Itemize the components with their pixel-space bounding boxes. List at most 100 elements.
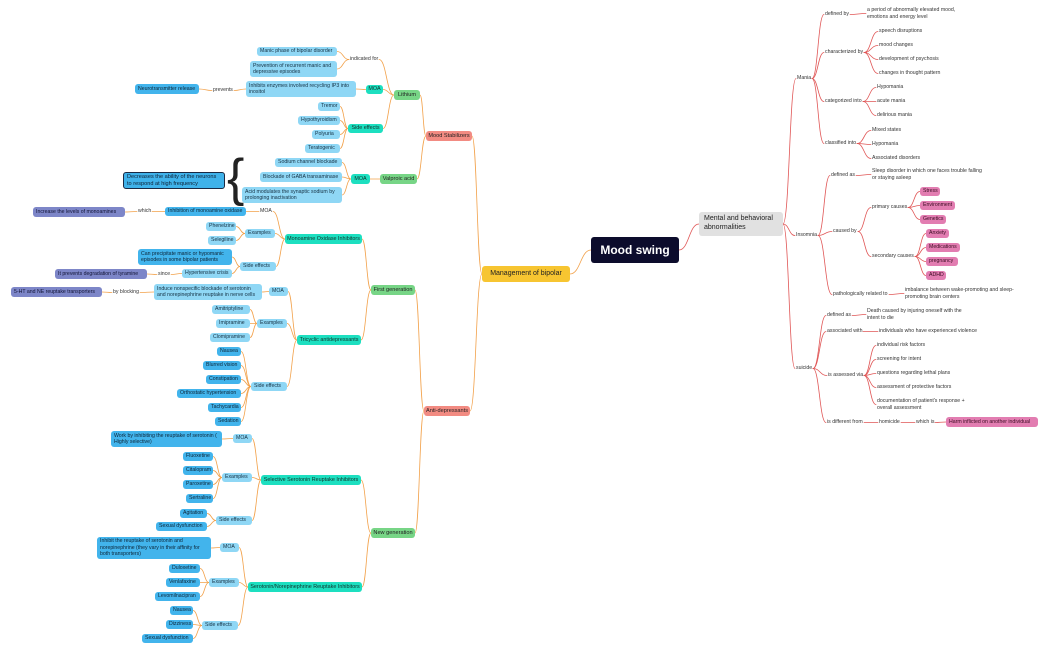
ssri-moa-text[interactable]: Work by inhibiting the reuptake of serot… [111, 431, 222, 447]
tca-side-effect-3[interactable]: Constipation [206, 375, 241, 384]
insomnia-primary-3[interactable]: Genetics [920, 215, 946, 224]
maoi-since-text[interactable]: It prevents degradation of tyramine [55, 269, 147, 279]
ssri-examples-node[interactable]: Examples [222, 473, 252, 482]
tca-side-effects-node[interactable]: Side effects [251, 382, 287, 391]
lithium-indication-2[interactable]: Prevention of recurrent manic and depres… [250, 61, 337, 77]
valproic-moa-1[interactable]: Sodium channel blockade [275, 158, 342, 167]
snri-side-effect-1[interactable]: Nausea [170, 606, 193, 615]
snri-example-3[interactable]: Levomilnacipran [155, 592, 200, 601]
mania-categorized-3: delirious mania [877, 112, 912, 118]
suicide-node[interactable]: suicide [796, 365, 813, 371]
tca-side-effect-1[interactable]: Nausea [217, 347, 241, 356]
insomnia-primary-1[interactable]: Stress [920, 187, 940, 196]
ssri-example-4[interactable]: Sertraline [186, 494, 213, 503]
management-node[interactable]: Management of bipolar [482, 266, 570, 282]
suicide-different-label: is different from [827, 419, 863, 425]
root-node[interactable]: Mood swing [591, 237, 679, 263]
insomnia-defined-as-text: Sleep disorder in which one faces troubl… [872, 168, 982, 181]
maoi-examples-node[interactable]: Examples [245, 229, 275, 238]
suicide-which-is-text[interactable]: Harm inflicted on another individual [946, 417, 1038, 427]
insomnia-secondary-2[interactable]: Medications [926, 243, 960, 252]
snri-side-effect-2[interactable]: Dizziness [166, 620, 193, 629]
snri-side-effect-3[interactable]: Sexual dysfunction [142, 634, 193, 643]
ssri-moa-node[interactable]: MOA [233, 434, 252, 443]
mania-characterized-3: development of psychosis [879, 56, 939, 62]
lithium-side-effects-node[interactable]: Side effects [348, 124, 383, 133]
maoi-example-2[interactable]: Selegiline [208, 236, 236, 245]
tca-by-text[interactable]: 5-HT and NE reuptake transporters [11, 287, 102, 297]
tca-moa-text[interactable]: Induce nonspecific blockade of serotonin… [154, 284, 262, 300]
tca-example-2[interactable]: Imipramine [216, 319, 250, 328]
valproic-moa-node[interactable]: MOA [351, 174, 370, 184]
maoi-moa-text[interactable]: Inhibition of monoamine oxidase [165, 207, 246, 216]
mania-classified-3: Associated disorders [872, 155, 921, 161]
ssri-side-effects-node[interactable]: Side effects [216, 516, 252, 525]
snri-moa-text[interactable]: Inhibit the reuptake of serotonin and no… [97, 537, 211, 559]
mania-node[interactable]: Mania [797, 75, 812, 81]
maoi-node[interactable]: Monoamine Oxidase Inhibitors [285, 234, 362, 244]
mood-stabilizers-node[interactable]: Mood Stabilizers [426, 131, 472, 141]
lithium-side-effect-4[interactable]: Teratogenic [305, 144, 340, 153]
lithium-node[interactable]: Lithium [394, 90, 420, 100]
tca-side-effect-5[interactable]: Tachycardia [208, 403, 241, 412]
lithium-indication-1[interactable]: Manic phase of bipolar disorder [257, 47, 337, 56]
tca-moa-node[interactable]: MOA [269, 287, 288, 296]
snri-node[interactable]: Serotonin/Norepinephrine Reuptake Inhibi… [248, 582, 362, 592]
insomnia-patho-text: imbalance between wake-promoting and sle… [905, 287, 1014, 300]
insomnia-primary-2[interactable]: Environment [920, 201, 955, 210]
suicide-assessed-2: screening for intent [877, 356, 922, 362]
maoi-side-effect-1[interactable]: Can precipitate manic or hypomanic episo… [138, 249, 232, 265]
maoi-which-text[interactable]: Increase the levels of monoamines [33, 207, 125, 217]
valproic-node[interactable]: Valproic acid [380, 174, 417, 184]
snri-example-1[interactable]: Duloxetine [169, 564, 200, 573]
ssri-example-1[interactable]: Fluoxetine [183, 452, 213, 461]
insomnia-secondary-4[interactable]: ADHD [926, 271, 946, 280]
ssri-side-effect-2[interactable]: Sexual dysfunction [156, 522, 207, 531]
lithium-side-effect-1[interactable]: Tremor [318, 102, 340, 111]
tca-example-3[interactable]: Clomipramine [210, 333, 250, 342]
suicide-assessed-5: documentation of patient's response + ov… [877, 398, 965, 411]
snri-example-2[interactable]: Venlafaxine [166, 578, 200, 587]
maoi-side-effects-node[interactable]: Side effects [240, 262, 276, 271]
suicide-assessed-1: individual risk factors [877, 342, 926, 348]
maoi-example-1[interactable]: Phenelzine [206, 222, 236, 231]
snri-side-effects-node[interactable]: Side effects [202, 621, 238, 630]
new-generation-node[interactable]: New generation [371, 528, 415, 538]
tca-side-effect-2[interactable]: Blurred vision [203, 361, 241, 370]
lithium-moa-node[interactable]: MOA [366, 85, 383, 94]
insomnia-node[interactable]: Insomnia [796, 232, 818, 238]
mania-classified-2: Hypomania [872, 141, 899, 147]
antidepressants-node[interactable]: Anti-depressants [424, 406, 470, 416]
snri-examples-node[interactable]: Examples [209, 578, 239, 587]
suicide-defined-as-label: defined as [827, 312, 851, 318]
ssri-example-3[interactable]: Paroxetine [183, 480, 213, 489]
first-generation-node[interactable]: First generation [371, 285, 415, 295]
mania-characterized-1: speech disruptions [879, 28, 923, 34]
snri-moa-node[interactable]: MOA [220, 543, 239, 552]
maoi-side-effect-2[interactable]: Hypertensive crisis [182, 269, 232, 278]
lithium-side-effect-2[interactable]: Hypothyroidism [298, 116, 340, 125]
tca-side-effect-4[interactable]: Orthostatic hypertension [177, 389, 241, 398]
tca-side-effect-6[interactable]: Sedation [215, 417, 241, 426]
ssri-node[interactable]: Selective Serotonin Reuptake Inhibitors [261, 475, 361, 485]
insomnia-secondary-3[interactable]: pregnancy [926, 257, 958, 266]
valproic-brace: { [227, 149, 245, 207]
maoi-which-label: which [138, 208, 152, 214]
tca-examples-node[interactable]: Examples [257, 319, 287, 328]
ssri-example-2[interactable]: Citalopram [183, 466, 213, 475]
lithium-moa-text[interactable]: Inhibits enzymes involved recycling IP3 … [246, 81, 356, 97]
lithium-side-effect-3[interactable]: Polyuria [312, 130, 340, 139]
tca-node[interactable]: Tricyclic antidepressants [297, 335, 361, 345]
ssri-side-effect-1[interactable]: Agitation [180, 509, 207, 518]
suicide-assessed-label: is assessed via [828, 372, 864, 378]
insomnia-secondary-label: secondary causes [872, 253, 914, 259]
suicide-assessed-4: assessment of protective factors [877, 384, 952, 390]
valproic-summary[interactable]: Decreases the ability of the neurons to … [123, 172, 225, 189]
valproic-moa-3[interactable]: Acid modulates the synaptic sodium by pr… [242, 187, 342, 203]
valproic-moa-2[interactable]: Blockade of GABA transaminase [260, 172, 342, 182]
lithium-prevents-text[interactable]: Neurotransmitter release [135, 84, 199, 94]
insomnia-secondary-1[interactable]: Anxiety [926, 229, 949, 238]
tca-example-1[interactable]: Amitriptyline [212, 305, 250, 314]
mental-node[interactable]: Mental and behavioral abnormalities [699, 212, 783, 236]
